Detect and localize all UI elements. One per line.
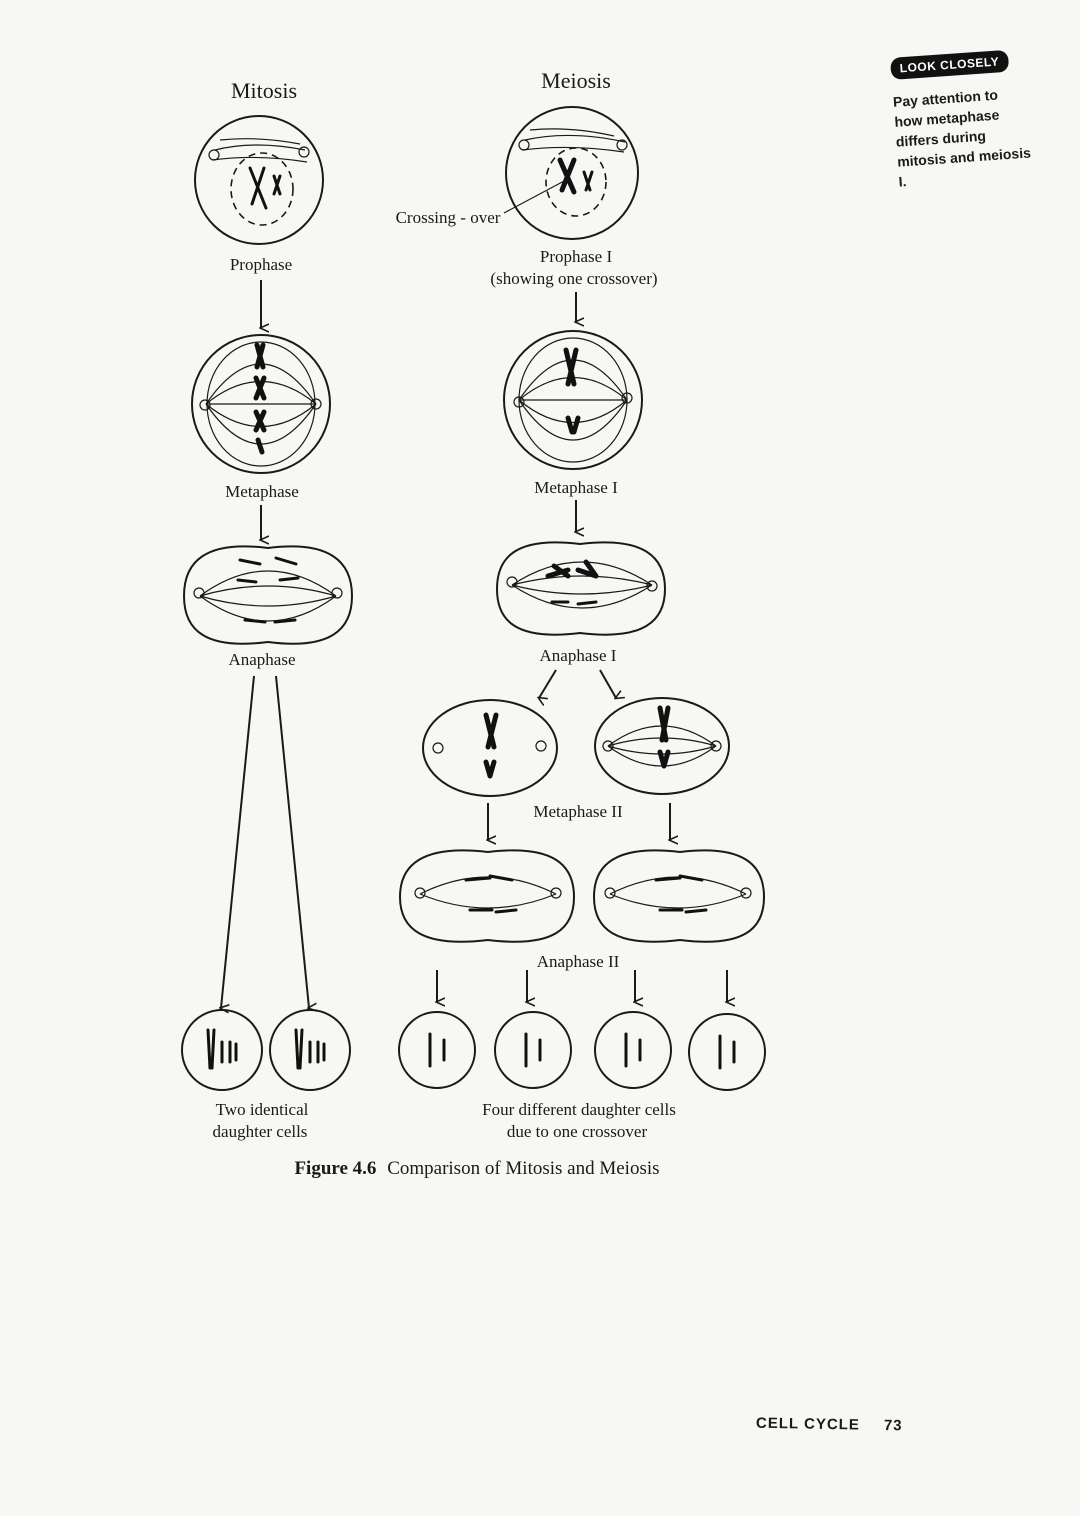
meiosis-anaphase1-label: Anaphase I [540, 646, 617, 665]
mitosis-daughter-cell-1 [181, 1009, 263, 1091]
mitosis-prophase-cell [194, 115, 324, 245]
meiosis-anaphase2-right-cell [592, 849, 766, 943]
meiosis-daughter-cell-2 [494, 1011, 572, 1089]
meiosis-result-line2: due to one crossover [507, 1122, 648, 1141]
mitosis-prophase-label: Prophase [230, 255, 292, 274]
look-closely-note: Pay attention to how metaphase differs d… [892, 86, 1032, 190]
section-name: CELL CYCLE [755, 1414, 861, 1434]
meiosis-prophase1-sublabel: (showing one crossover) [490, 269, 657, 288]
meiosis-daughter-cell-4 [688, 1013, 766, 1091]
figure-title: Comparison of Mitosis and Meiosis [387, 1158, 659, 1179]
mitosis-arrow-left [221, 675, 255, 1008]
mitosis-anaphase-label: Anaphase [228, 650, 295, 669]
page-footer: CELL CYCLE 73 [756, 1415, 903, 1435]
figure-caption: Figure 4.6 Comparison of Mitosis and Mei… [294, 1158, 659, 1179]
meiosis-metaphase1-cell [503, 330, 643, 470]
mitosis-arrow-right [275, 675, 309, 1008]
crossing-over-pointer [503, 179, 567, 214]
mitosis-result-line1: Two identical [216, 1100, 309, 1119]
meiosis-daughter-cell-1 [398, 1011, 476, 1089]
mitosis-metaphase-cell [191, 334, 331, 474]
figure-number: Figure 4.6 [294, 1158, 376, 1179]
meiosis-metaphase2-label: Metaphase II [533, 802, 623, 821]
meiosis-metaphase1-label: Metaphase I [534, 478, 618, 497]
mitosis-metaphase-label: Metaphase [225, 482, 299, 501]
mitosis-anaphase-cell [182, 545, 354, 645]
meiosis-prophase1-cell [505, 106, 639, 240]
meiosis-daughter-cell-3 [594, 1011, 672, 1089]
meiosis-metaphase2-right-cell [594, 697, 730, 795]
mitosis-result-line2: daughter cells [213, 1122, 308, 1141]
meiosis-heading: Meiosis [541, 68, 611, 93]
look-closely-sidebar: LOOK CLOSELY Pay attention to how metaph… [890, 47, 1059, 192]
mitosis-heading: Mitosis [231, 78, 297, 103]
page-number: 73 [883, 1416, 903, 1435]
meiosis-anaphase1-cell [495, 541, 667, 636]
meiosis-arrow-split-left [539, 669, 557, 698]
crossing-over-label: Crossing - over [396, 208, 501, 227]
meiosis-metaphase2-left-cell [422, 699, 558, 797]
meiosis-arrow-split-right [599, 669, 616, 698]
meiosis-anaphase2-left-cell [398, 849, 576, 943]
meiosis-anaphase2-label: Anaphase II [537, 952, 620, 971]
meiosis-prophase1-label: Prophase I [540, 247, 613, 266]
meiosis-result-line1: Four different daughter cells [482, 1100, 676, 1119]
mitosis-daughter-cell-2 [269, 1009, 351, 1091]
